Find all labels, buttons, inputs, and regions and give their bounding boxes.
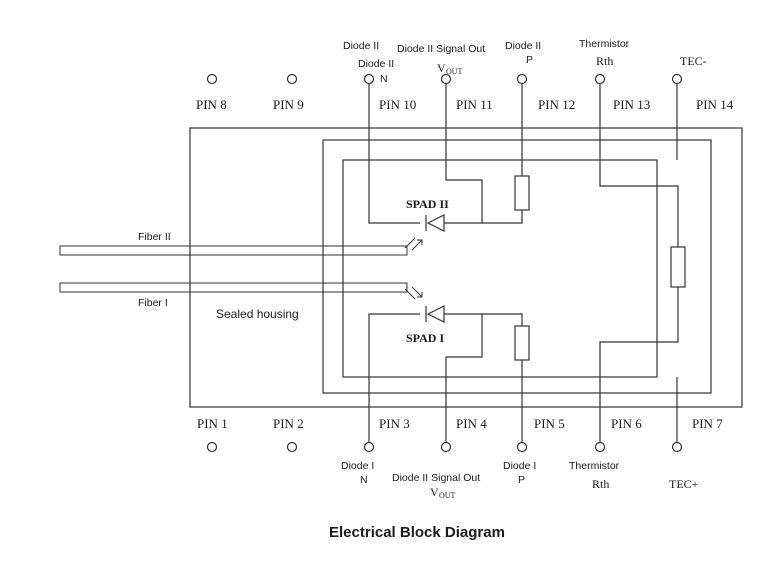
pin9-label: PIN 9 xyxy=(273,97,304,112)
inner-frame xyxy=(342,159,658,378)
wire-diode1-vout xyxy=(444,313,483,442)
pin9-hole xyxy=(286,73,298,85)
wire-diode2-n xyxy=(368,84,420,224)
wire-diode1-n xyxy=(368,313,420,442)
top-diode2-label: Diode II xyxy=(343,40,379,52)
bottom-tec-plus-label: TEC+ xyxy=(669,477,699,491)
top-diode2n-line1: Diode II xyxy=(358,58,394,70)
bottom-thermistor-label: Thermistor xyxy=(569,460,620,472)
pin12-label: PIN 12 xyxy=(538,97,575,112)
wire-diode2-vout xyxy=(444,84,483,224)
wire-diode1-p-top xyxy=(482,313,523,326)
bottom-vout-main: V xyxy=(430,485,439,499)
pin8-hole xyxy=(206,73,218,85)
bottom-diode1p-line2: P xyxy=(518,474,525,486)
wire-thermistor-top xyxy=(599,84,679,247)
spad1-label: SPAD I xyxy=(406,331,444,345)
spad1-symbol xyxy=(404,286,445,323)
pin3-label: PIN 3 xyxy=(379,416,410,431)
thermistor-resistor xyxy=(670,246,686,288)
pin4-hole xyxy=(440,441,452,453)
pin7-hole xyxy=(671,441,683,453)
pin10-hole xyxy=(363,73,375,85)
bottom-signal-out-label: Diode II Signal Out xyxy=(392,472,480,484)
spad2-label: SPAD II xyxy=(406,197,449,211)
housing-label: Sealed housing xyxy=(216,307,299,321)
pin10-label: PIN 10 xyxy=(379,97,416,112)
diagram-caption: Electrical Block Diagram xyxy=(329,524,505,541)
pin5-label: PIN 5 xyxy=(534,416,565,431)
pin6-hole xyxy=(594,441,606,453)
fiber-2 xyxy=(59,245,408,256)
resistor-diode2 xyxy=(514,175,530,211)
top-rth-label: Rth xyxy=(596,54,613,68)
pin11-label: PIN 11 xyxy=(456,97,493,112)
pin1-hole xyxy=(206,441,218,453)
pin6-label: PIN 6 xyxy=(611,416,642,431)
pin3-hole xyxy=(363,441,375,453)
pin5-hole xyxy=(516,441,528,453)
bottom-rth-label: Rth xyxy=(592,477,609,491)
bottom-diode1n-line2: N xyxy=(360,474,368,486)
top-diode2n-line2: N xyxy=(380,73,388,85)
top-vout-main: V xyxy=(437,61,446,75)
pin14-hole xyxy=(671,73,683,85)
pin1-label: PIN 1 xyxy=(197,416,228,431)
pin8-label: PIN 8 xyxy=(196,97,227,112)
fiber-2-label: Fiber II xyxy=(138,231,171,243)
wire-thermistor-bottom xyxy=(599,287,679,442)
resistor-diode1 xyxy=(514,325,530,361)
bottom-vout-sub: OUT xyxy=(439,491,456,500)
wire-diode2-p-bottom xyxy=(482,210,523,224)
pin13-hole xyxy=(594,73,606,85)
top-diode2p-line1: Diode II xyxy=(505,40,541,52)
pin12-hole xyxy=(516,73,528,85)
pin2-hole xyxy=(286,441,298,453)
bottom-diode1n-line1: Diode I xyxy=(341,460,374,472)
spad2-symbol xyxy=(404,214,445,251)
pin7-label: PIN 7 xyxy=(692,416,723,431)
fiber-1 xyxy=(59,282,408,293)
pin11-hole xyxy=(440,73,452,85)
pin4-label: PIN 4 xyxy=(456,416,487,431)
top-diode2p-line2: P xyxy=(526,54,533,66)
pin13-label: PIN 13 xyxy=(613,97,650,112)
fiber-1-label: Fiber I xyxy=(138,297,168,309)
top-vout-sub: OUT xyxy=(446,67,463,76)
pin14-label: PIN 14 xyxy=(696,97,734,112)
sealed-housing-outline xyxy=(322,139,712,394)
top-tec-minus-label: TEC- xyxy=(680,54,707,68)
bottom-diode1p-line1: Diode I xyxy=(503,460,536,472)
top-signal-out-label: Diode II Signal Out xyxy=(397,43,485,55)
outer-package xyxy=(189,127,743,408)
top-thermistor-label: Thermistor xyxy=(579,38,630,50)
pin2-label: PIN 2 xyxy=(273,416,304,431)
